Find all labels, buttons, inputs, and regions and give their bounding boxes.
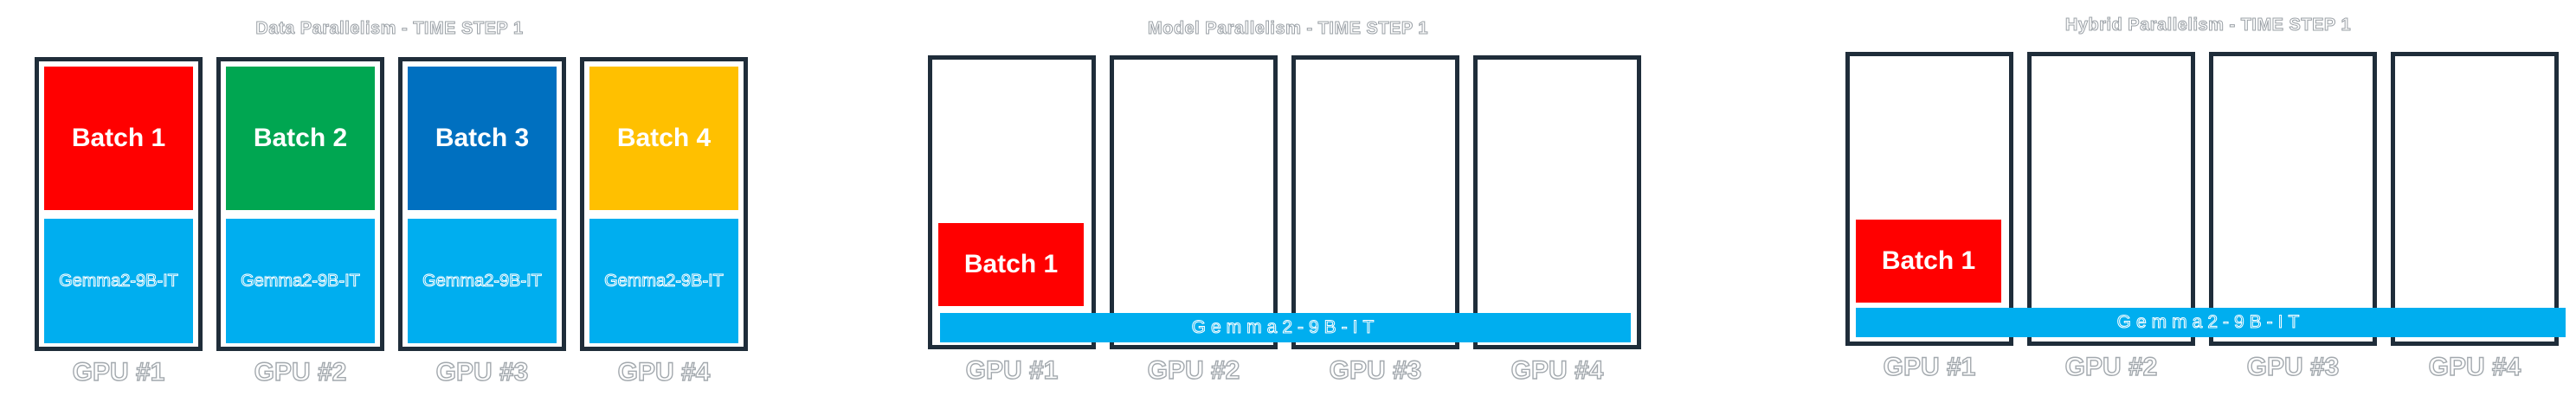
batch-block: Batch 1 [938, 223, 1084, 306]
model-block: Gemma2-9B-IT [589, 219, 738, 343]
gpu-label: GPU #1 [965, 355, 1059, 385]
batch-block: Batch 1 [1856, 220, 2001, 303]
gpu-label: GPU #3 [435, 357, 529, 386]
gpu-label: GPU #3 [2246, 352, 2340, 381]
gpu-label: GPU #3 [1329, 355, 1422, 385]
gpu-box: Batch 3 Gemma2-9B-IT [398, 57, 566, 351]
gpu-box: Batch 2 Gemma2-9B-IT [216, 57, 384, 351]
gpu-label: GPU #4 [617, 357, 711, 386]
gpu-label: GPU #2 [254, 357, 347, 386]
gpu-label: GPU #4 [1510, 355, 1604, 385]
batch-block: Batch 3 [408, 67, 557, 210]
model-block: Gemma2-9B-IT [408, 219, 557, 343]
gpu-box [2391, 52, 2559, 346]
gpu-box [1110, 55, 1278, 349]
gpu-box [1473, 55, 1641, 349]
model-block: Gemma2-9B-IT [44, 219, 193, 343]
gpu-box [2209, 52, 2377, 346]
model-bar: Gemma2-9B-IT [940, 313, 1631, 342]
data-parallelism-panel: Data Parallelism - TIME STEP 1 Batch 1 G… [26, 0, 753, 415]
gpu-label: GPU #4 [2428, 352, 2521, 381]
hybrid-parallelism-panel: Hybrid Parallelism - TIME STEP 1 Batch 1… [1842, 0, 2574, 415]
gpu-box: Batch 1 Gemma2-9B-IT [35, 57, 203, 351]
gpu-box [2027, 52, 2195, 346]
gpu-label: GPU #2 [1147, 355, 1240, 385]
panel-title: Hybrid Parallelism - TIME STEP 1 [2064, 16, 2352, 35]
gpu-label: GPU #2 [2064, 352, 2158, 381]
model-parallelism-panel: Model Parallelism - TIME STEP 1 Batch 1 … [924, 0, 1652, 415]
panel-title: Data Parallelism - TIME STEP 1 [255, 19, 524, 39]
gpu-label: GPU #1 [1883, 352, 1976, 381]
panel-title: Model Parallelism - TIME STEP 1 [1147, 19, 1429, 39]
gpu-label: GPU #1 [72, 357, 165, 386]
gpu-box [1291, 55, 1459, 349]
batch-block: Batch 2 [226, 67, 375, 210]
batch-block: Batch 1 [44, 67, 193, 210]
model-bar: Gemma2-9B-IT [1856, 308, 2566, 337]
model-block: Gemma2-9B-IT [226, 219, 375, 343]
gpu-box: Batch 4 Gemma2-9B-IT [580, 57, 748, 351]
batch-block: Batch 4 [589, 67, 738, 210]
